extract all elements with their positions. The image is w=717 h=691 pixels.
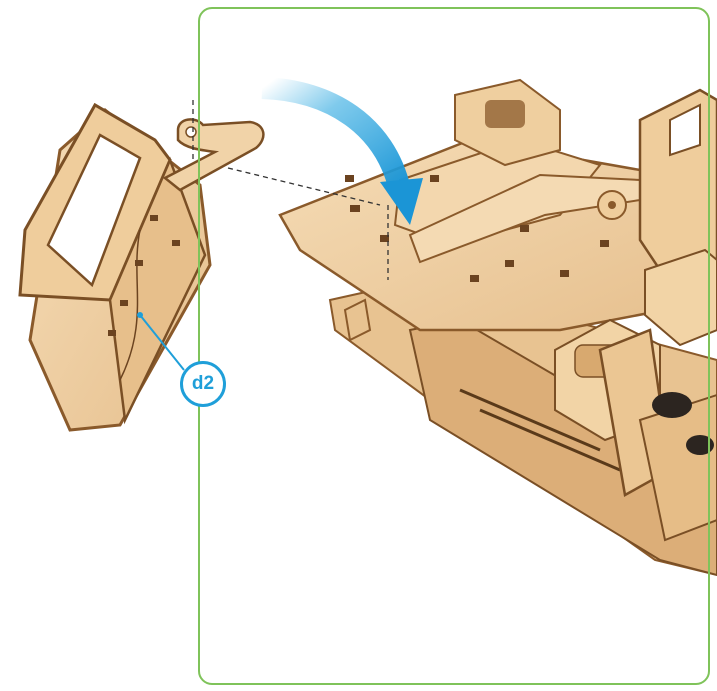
assembly-frame [198, 7, 710, 685]
part-callout-badge: d2 [180, 361, 226, 407]
part-callout-label: d2 [192, 373, 214, 395]
